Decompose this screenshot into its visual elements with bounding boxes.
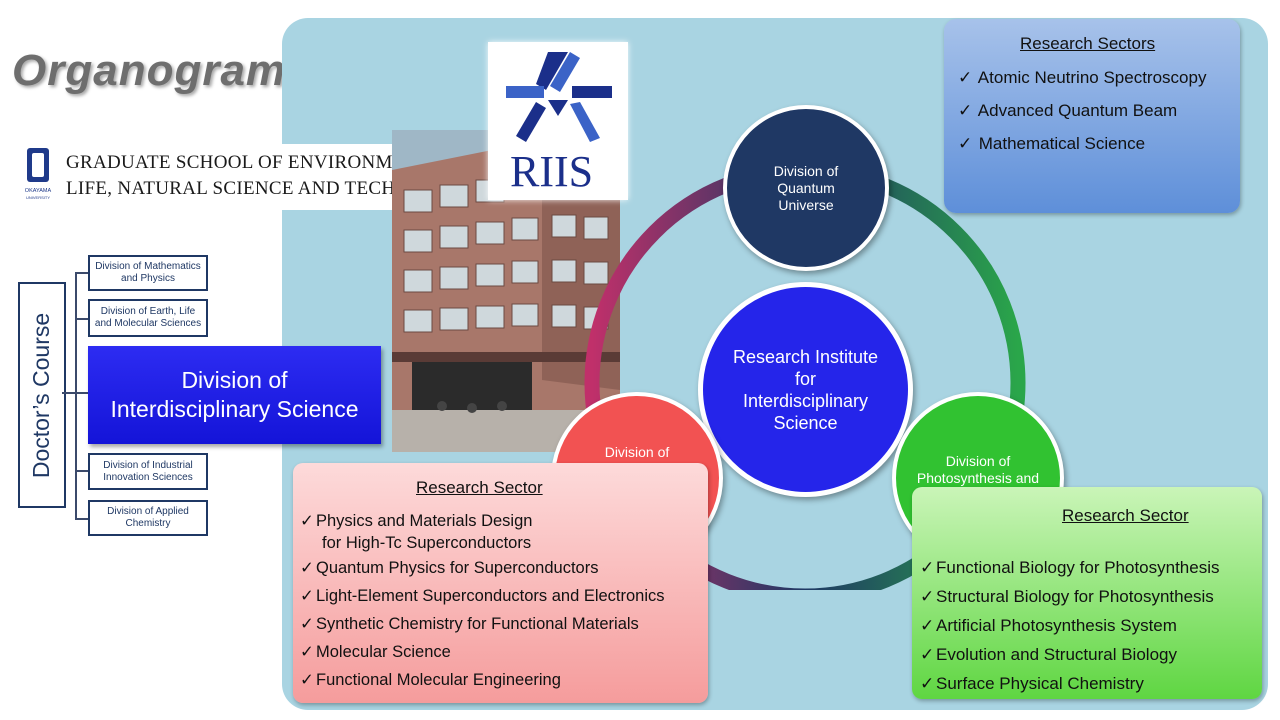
research-sector-heading-right: Research Sector bbox=[1062, 506, 1189, 525]
tree-branch bbox=[75, 392, 89, 394]
tree-branch bbox=[75, 318, 89, 320]
check-icon: ✓ bbox=[920, 645, 935, 664]
check-icon: ✓ bbox=[300, 559, 314, 577]
circle-quantum-label: Division of Quantum Universe bbox=[773, 162, 839, 213]
division-industrial-innovation: Division of Industrial Innovation Scienc… bbox=[88, 453, 208, 490]
sector-item: ✓Molecular Science bbox=[300, 643, 451, 661]
tree-branch bbox=[75, 518, 89, 520]
tree-branch bbox=[75, 272, 89, 274]
research-sectors-quantum-box bbox=[944, 19, 1240, 213]
research-sectors-quantum-list: ✓ Atomic Neutrino Spectroscopy ✓ Advance… bbox=[958, 68, 1206, 167]
check-icon: ✓ bbox=[300, 643, 314, 661]
svg-text:UNIVERSITY: UNIVERSITY bbox=[26, 195, 50, 200]
tree-connector bbox=[62, 392, 76, 394]
circle-quantum-universe: Division of Quantum Universe bbox=[723, 105, 889, 271]
sector-item: ✓ Atomic Neutrino Spectroscopy bbox=[958, 68, 1207, 87]
sector-item: ✓Quantum Physics for Superconductors bbox=[300, 559, 599, 577]
check-icon: ✓ bbox=[958, 101, 973, 120]
riis-logo-text: RIIS bbox=[510, 147, 594, 196]
circle-center-label: Research Institute for Interdisciplinary… bbox=[732, 346, 879, 433]
sector-item: ✓Physics and Materials Design for High-T… bbox=[300, 512, 533, 552]
division-mathematics-physics: Division of Mathematics and Physics bbox=[88, 255, 208, 291]
riis-logo bbox=[488, 42, 628, 200]
tree-branch bbox=[75, 470, 89, 472]
doctor-course-label: Doctor’s Course bbox=[28, 312, 55, 478]
riis-emblem-icon bbox=[506, 52, 612, 142]
page-title: Organogram bbox=[12, 46, 287, 95]
sector-item: ✓Functional Molecular Engineering bbox=[300, 671, 561, 689]
check-icon: ✓ bbox=[300, 615, 314, 633]
check-icon: ✓ bbox=[958, 68, 973, 87]
sector-item: ✓Synthetic Chemistry for Functional Mate… bbox=[300, 615, 639, 633]
research-sector-heading-left: Research Sector bbox=[416, 478, 543, 497]
sector-item: ✓Surface Physical Chemistry bbox=[920, 674, 1144, 693]
sector-item: ✓ Advanced Quantum Beam bbox=[958, 101, 1178, 120]
sector-item: ✓Functional Biology for Photosynthesis bbox=[920, 558, 1220, 577]
research-sector-superconducting-list: ✓Physics and Materials Design for High-T… bbox=[300, 510, 665, 698]
check-icon: ✓ bbox=[920, 558, 935, 577]
research-sector-photosynthesis-list: ✓Functional Biology for Photosynthesis ✓… bbox=[920, 558, 1220, 703]
division-interdisciplinary-science: Division of Interdisciplinary Science bbox=[88, 346, 381, 444]
division-interdisciplinary-line1: Division of bbox=[181, 367, 288, 393]
check-icon: ✓ bbox=[920, 587, 935, 606]
sector-item: ✓Structural Biology for Photosynthesis bbox=[920, 587, 1214, 606]
sector-item: ✓Artificial Photosynthesis System bbox=[920, 616, 1177, 635]
tree-trunk bbox=[75, 272, 77, 520]
research-sectors-heading: Research Sectors bbox=[1020, 34, 1156, 53]
sector-item: ✓ Mathematical Science bbox=[958, 134, 1146, 153]
school-name: GRADUATE SCHOOL OF ENVIRONMENTAL, LIFE, … bbox=[66, 150, 477, 202]
research-sector-superconducting-box bbox=[293, 463, 708, 703]
division-applied-chemistry: Division of Applied Chemistry bbox=[88, 500, 208, 536]
school-banner bbox=[60, 144, 430, 210]
division-interdisciplinary-line2: Interdisciplinary Science bbox=[110, 396, 359, 422]
university-logo-icon: OKAYAMA UNIVERSITY bbox=[25, 148, 52, 200]
check-icon: ✓ bbox=[300, 512, 314, 530]
sector-item: ✓Evolution and Structural Biology bbox=[920, 645, 1177, 664]
check-icon: ✓ bbox=[300, 587, 314, 605]
school-name-line1: GRADUATE SCHOOL OF ENVIRONMENTAL, bbox=[66, 152, 461, 173]
research-sector-photosynthesis-box bbox=[912, 487, 1262, 699]
circle-research-institute: Research Institute for Interdisciplinary… bbox=[698, 282, 913, 497]
sector-item: ✓Light-Element Superconductors and Elect… bbox=[300, 587, 665, 605]
check-icon: ✓ bbox=[920, 674, 935, 693]
doctor-course-box: Doctor’s Course bbox=[18, 282, 66, 508]
check-icon: ✓ bbox=[300, 671, 314, 689]
check-icon: ✓ bbox=[920, 616, 935, 635]
check-icon: ✓ bbox=[958, 134, 973, 153]
division-earth-life-molecular: Division of Earth, Life and Molecular Sc… bbox=[88, 299, 208, 337]
school-name-line2: LIFE, NATURAL SCIENCE AND TECHNOLOGY bbox=[66, 178, 478, 199]
svg-text:OKAYAMA: OKAYAMA bbox=[25, 188, 52, 194]
